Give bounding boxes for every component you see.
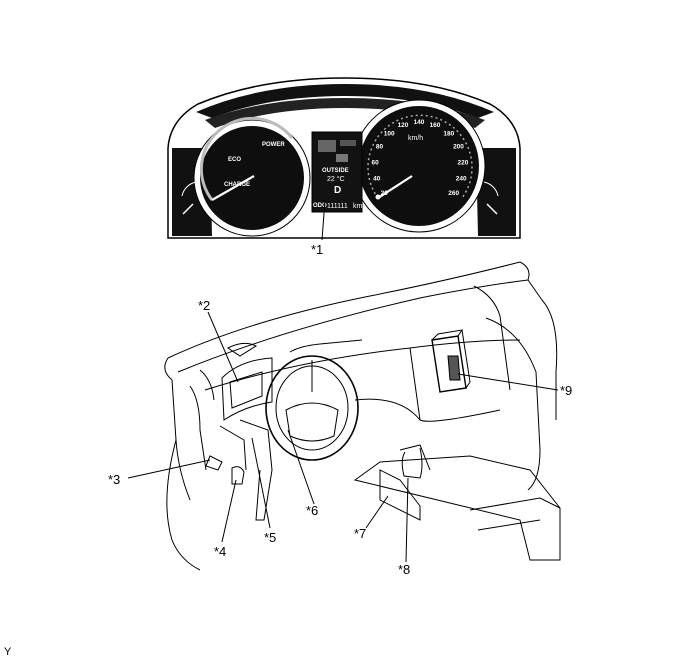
speedometer-tick-labels: 20406080100120140160180200220240260	[371, 119, 468, 197]
odometer-unit: km	[353, 203, 363, 210]
odometer-value: 111111	[327, 203, 348, 210]
callout-2: *2	[198, 298, 210, 313]
power-gauge-needle	[211, 175, 255, 201]
speedometer-face	[359, 106, 479, 226]
outside-temperature: 22 °C	[327, 175, 345, 183]
figure-id: Y	[4, 646, 12, 658]
speed-tick-label: 180	[443, 131, 454, 138]
speed-tick-label: 120	[398, 122, 409, 129]
callout-9: *9	[560, 383, 572, 398]
speed-tick-label: 100	[384, 131, 395, 138]
callout-5: *5	[264, 530, 276, 545]
callout-1: *1	[311, 242, 323, 257]
odo-label: ODO	[313, 203, 327, 209]
power-label: POWER	[262, 142, 285, 148]
eco-label: ECO	[228, 157, 241, 163]
outside-label: OUTSIDE	[322, 168, 349, 174]
callout-leaders	[127, 311, 559, 563]
speed-tick-label: 200	[453, 144, 464, 151]
callout-6: *6	[306, 503, 318, 518]
speed-tick-label: 220	[457, 159, 468, 166]
speed-tick-label: 160	[430, 122, 441, 129]
callout-8: *8	[398, 562, 410, 577]
gear-indicator: D	[334, 185, 341, 196]
speed-unit-label: km/h	[408, 135, 423, 142]
speed-tick-label: 40	[373, 176, 381, 183]
speedometer-needle	[377, 175, 413, 199]
callout-4: *4	[214, 544, 226, 559]
dashboard-drawing	[164, 261, 561, 571]
callout-3: *3	[108, 472, 120, 487]
speed-tick-label: 260	[448, 190, 459, 197]
callout-7: *7	[354, 526, 366, 541]
speed-tick-label: 140	[414, 119, 425, 126]
speed-tick-label: 80	[376, 144, 384, 151]
speed-tick-label: 240	[456, 176, 467, 183]
instrument-cluster: POWER ECO CHARGE 20406080100120140160180…	[167, 77, 521, 239]
speed-tick-label: 60	[371, 159, 379, 166]
